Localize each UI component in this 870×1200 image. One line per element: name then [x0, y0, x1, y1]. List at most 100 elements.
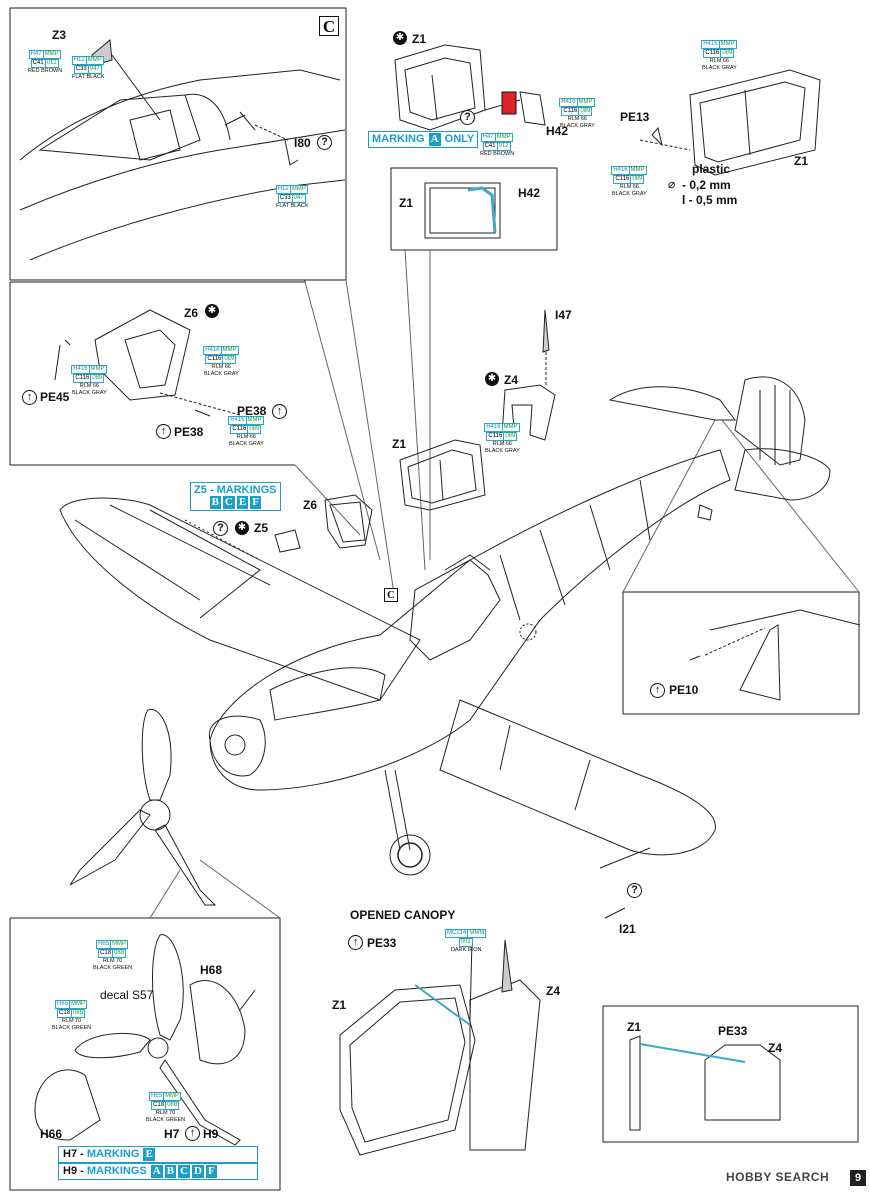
part-z1-inset-canopy: Z1	[627, 1020, 642, 1034]
paint-rlm: RLM 66	[236, 434, 256, 440]
decal-label: decal S57	[100, 988, 154, 1002]
paint-h-code: H12	[71, 56, 87, 65]
part-z1-mid: Z1	[392, 437, 407, 451]
part-i21: I21	[619, 922, 636, 936]
plastic-note-diam: - 0,2 mm	[682, 178, 731, 192]
paint-name: RED BROWN	[28, 68, 63, 74]
paint-name: DARK IRON	[450, 947, 482, 953]
paint-mmp-code: MMP	[494, 133, 513, 142]
horizontal-stabilizer	[608, 386, 736, 421]
arrow-icon: ↑	[156, 424, 171, 439]
paint-number: 047	[291, 194, 306, 203]
paint-name: BLACK GREEN	[146, 1117, 186, 1123]
diameter-icon: ⌀	[668, 177, 676, 191]
paint-h-code: H65	[149, 1092, 165, 1101]
star-icon: ✱	[393, 31, 407, 45]
paint-c-code: C116	[230, 425, 249, 434]
part-z4-mid: Z4	[504, 373, 519, 387]
arrow-icon: ↑	[185, 1126, 200, 1141]
part-z4-inset: Z4	[768, 1041, 783, 1055]
paint-number: 089	[578, 107, 593, 116]
paint-h-code: H416	[701, 40, 720, 49]
marking-a-only: MARKING A ONLY	[368, 131, 479, 148]
part-z6-left: Z6	[303, 498, 318, 512]
part-pe33-canopy: PE33	[367, 936, 397, 950]
plastic-note-title: plastic	[692, 162, 731, 176]
part-z1-right: Z1	[794, 154, 809, 168]
part-z1-top: Z1	[412, 32, 427, 46]
paint-mmp-code: MMP	[245, 416, 264, 425]
arrow-icon: ↑	[348, 935, 363, 950]
paint-name: BLACK GREEN	[93, 965, 133, 971]
paint-number: 012	[44, 59, 59, 68]
star-icon: ✱	[205, 304, 219, 318]
paint-rlm: RLM 66	[567, 116, 587, 122]
part-pe38-right: PE38	[237, 404, 267, 418]
watermark: HOBBY SEARCH	[726, 1170, 830, 1184]
paint-h-code: H416	[203, 346, 222, 355]
part-z4-canopy: Z4	[546, 984, 561, 998]
paint-c-code: C116	[561, 107, 580, 116]
paint-codes-row: 001	[446, 938, 486, 947]
fuselage	[209, 449, 731, 791]
paint-c-code: C116	[613, 175, 632, 184]
paint-mmp-code: MMP	[69, 1000, 88, 1009]
paint-mmp-code: MMP	[501, 423, 520, 432]
paint-mmp-code: MMP	[220, 346, 239, 355]
paint-mmp-code: MMP	[163, 1092, 182, 1101]
panel-pe33-inset	[602, 1005, 859, 1143]
paint-h-code: H47	[28, 50, 44, 59]
paint-h-code: H416	[228, 416, 247, 425]
question-icon: ?	[317, 135, 332, 150]
paint-rlm: RLM 66	[211, 364, 231, 370]
paint-c-code: C18	[151, 1101, 167, 1110]
part-pe10: PE10	[669, 683, 699, 697]
paint-c-code: C116	[205, 355, 224, 364]
paint-name: BLACK GRAY	[612, 191, 647, 197]
panel-c-border	[9, 7, 347, 281]
paint-number: 089	[90, 374, 105, 383]
paint-mmp-code: MMM	[467, 929, 487, 938]
paint-c-code: C33	[73, 65, 89, 74]
page-number: 9	[850, 1170, 866, 1186]
right-wing	[439, 699, 716, 856]
paint-h-code: H65	[55, 1000, 71, 1009]
paint-h-code: H65	[96, 940, 112, 949]
panel-h42-inset	[390, 167, 558, 251]
paint-name: FLAT BLACK	[276, 203, 309, 209]
paint-c-code: C116	[73, 374, 92, 383]
marking-h7: H7 - MARKING E	[58, 1146, 258, 1163]
part-h7: H7	[164, 1127, 180, 1141]
paint-h-code: H416	[71, 365, 90, 374]
paint-rlm: RLM 70	[102, 958, 123, 964]
part-z1-inset: Z1	[399, 196, 414, 210]
part-h68: H68	[200, 963, 223, 977]
paint-name: BLACK GRAY	[204, 371, 239, 377]
paint-name: FLAT BLACK	[72, 74, 105, 80]
paint-rlm: RLM 66	[492, 441, 512, 447]
part-h66: H66	[40, 1127, 63, 1141]
arrow-icon: ↑	[272, 404, 287, 419]
plastic-note-len: l - 0,5 mm	[682, 193, 738, 207]
paint-name: BLACK GRAY	[560, 123, 595, 129]
